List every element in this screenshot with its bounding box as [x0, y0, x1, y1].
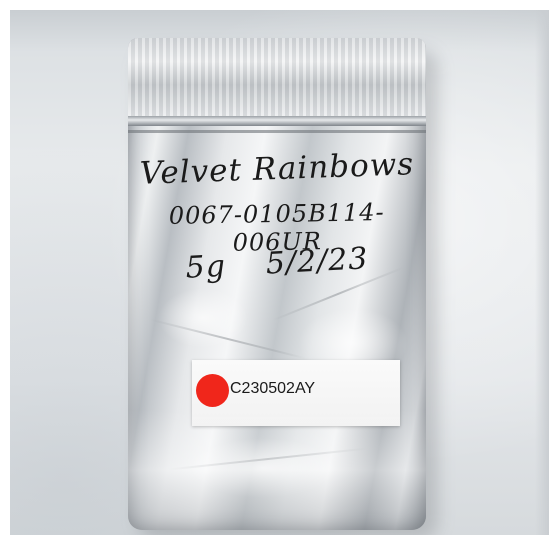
backdrop-edge: [535, 10, 549, 535]
handwritten-weight: 5g: [184, 248, 227, 286]
pouch-zipper: [128, 116, 426, 126]
handwritten-product-name: Velvet Rainbows: [139, 146, 415, 192]
red-dot-icon: [196, 374, 229, 407]
foil-highlight: [188, 438, 338, 498]
pouch-zipper-track: [128, 130, 426, 133]
pouch-bottom: [128, 410, 426, 530]
foil-highlight: [158, 288, 248, 348]
handwritten-date: 5/2/23: [264, 241, 370, 282]
batch-number: C230502AY: [230, 380, 316, 397]
pouch-seal-strip: [128, 38, 426, 116]
batch-sticker: C230502AY: [192, 360, 400, 426]
